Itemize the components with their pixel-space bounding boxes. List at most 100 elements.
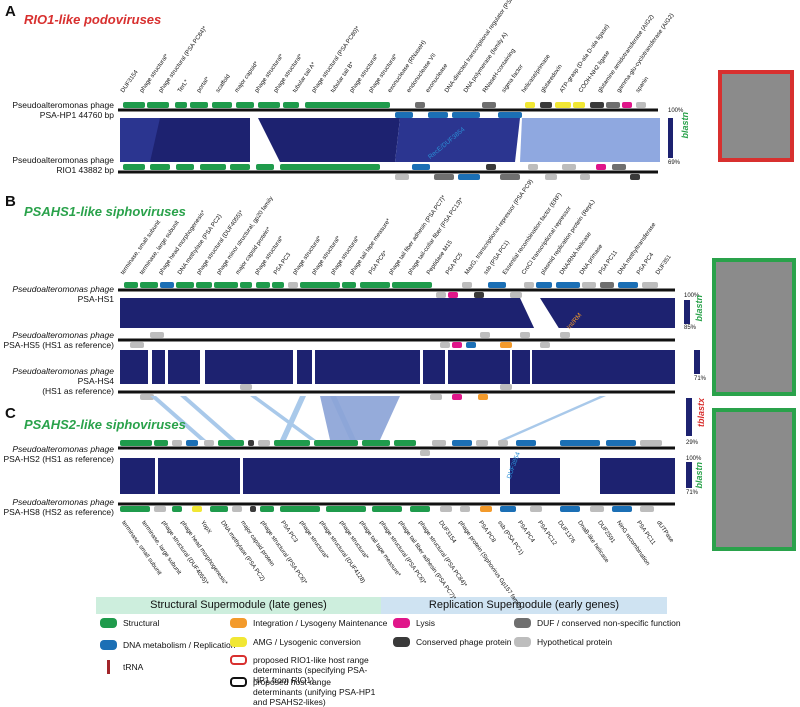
panel-c-tblastx-link [280,396,306,440]
panel-b-1-gene [448,292,458,298]
legend-conserved: Conserved phage protein [393,637,511,647]
panel-a-bot-gene [230,164,250,170]
panel-c-tblastx-link [250,396,316,440]
panel-title-b: PSAHS1-like siphoviruses [24,204,186,219]
scale-c-name2: blastn [694,462,704,489]
panel-b-gap [293,350,297,384]
panel-b-1-gene [256,282,270,288]
panel-b-2-gene [440,342,450,348]
panel-c-1-gene [314,440,358,446]
panel-b-band-1 [120,298,675,328]
panel-b-1-gene [474,292,484,298]
panel-b-1-gene [436,292,446,298]
panel-c-tblastx-link [150,396,206,440]
legend-integration: Integration / Lysogeny Maintenance [230,618,387,628]
scale-bar-b [684,300,690,324]
panel-a-top-gene [573,102,585,108]
panel-c-gap [240,458,243,494]
scale-c-top: 29% [686,440,699,446]
panel-a-top-gene [305,102,390,108]
panel-a-bot-gene [486,164,496,170]
swatch-hs2-host-range [230,677,247,687]
panel-a-top-gene [590,102,604,108]
panel-a-bot-gene [528,164,538,170]
swatch-trna [107,660,110,674]
legend-hs2-host-range: proposed host range determinants (unifyi… [230,677,380,707]
panel-c-1-gene [516,440,536,446]
panel-c-2-gene [640,506,654,512]
scale-c-name: tblastx [696,398,706,428]
scale-bar-a [668,118,673,158]
panel-c-2-gene [260,506,274,512]
panel-b-gap [200,350,205,384]
scale-a-min: 69% [668,160,681,166]
swatch-lysis [393,618,410,628]
panel-b-1-gene [600,282,614,288]
panel-c-2-gene [460,506,470,512]
swatch-duf [514,618,531,628]
scale-a-name: blastn [680,112,690,139]
panel-c-2-gene [154,506,166,512]
scale-bar-c [686,398,692,436]
legend-dna-metabolism: DNA metabolism / Replication [100,640,235,650]
panel-c-1-gene [248,440,254,446]
legend-lysis: Lysis [393,618,435,628]
scale-a-max: 100% [668,108,684,114]
panel-b-gap [520,298,560,330]
panel-a-top-gene [636,102,646,108]
panel-c-1-gene [186,440,198,446]
panel-letter-c: C [5,405,16,422]
swatch-amg [230,637,247,647]
panel-c-2-gene [326,506,366,512]
scale-b-min2: 71% [694,376,707,382]
panel-c-2-gene [530,506,542,512]
panel-a-band [120,118,160,162]
panel-b-1-gene [642,282,658,288]
panel-a-top-gene [147,102,169,108]
genome-line-psa-hs2 [118,446,675,450]
legend-structural: Structural [100,618,159,628]
panel-b-2-gene [520,332,530,338]
panel-a-top-gene [123,102,145,108]
panel-b-1-gene [488,282,506,288]
panel-a-bot-gene [596,164,606,170]
panel-b-1-gene [176,282,194,288]
panel-a-bot-gene [562,164,576,170]
legend-hypothetical: Hypothetical protein [514,637,612,647]
panel-b-3-gene [430,394,442,400]
panel-c-1-gene [394,440,416,446]
panel-b-1-gene [556,282,580,288]
panel-b-1-gene [140,282,158,288]
genome-line-rio1 [118,170,658,174]
panel-a-band [395,118,520,162]
micrograph-b [712,258,796,396]
panel-a-bot-gene [280,164,380,170]
legend-duf: DUF / conserved non-specific function [514,618,681,628]
panel-c-1-gene [432,440,446,446]
panel-a-band [520,118,660,162]
genome-line-psa-hs5 [118,338,675,342]
panel-c-1-gene [274,440,310,446]
panel-a-top-gene [428,112,448,118]
panel-c-2-gene [280,506,320,512]
panel-c-1-gene [204,440,214,446]
panel-c-gap [500,458,510,494]
genome-line-psa-hs8 [118,502,675,506]
panel-b-1-gene [160,282,174,288]
swatch-dna-metabolism [100,640,117,650]
panel-b-gap [148,350,152,384]
panel-b-1-gene [300,282,340,288]
panel-c-1-gene [498,440,508,446]
panel-a-bot-gene [500,174,520,180]
panel-b-gap [165,350,168,384]
panel-c-1-gene [476,440,488,446]
panel-b-2-gene [560,332,570,338]
panel-b-2-gene [480,332,490,338]
panel-b-1-gene [196,282,212,288]
panel-c-1-gene [420,450,430,456]
panel-a-band [150,118,250,162]
panel-b-3-gene [240,384,252,390]
panel-a-top-gene [482,102,496,108]
